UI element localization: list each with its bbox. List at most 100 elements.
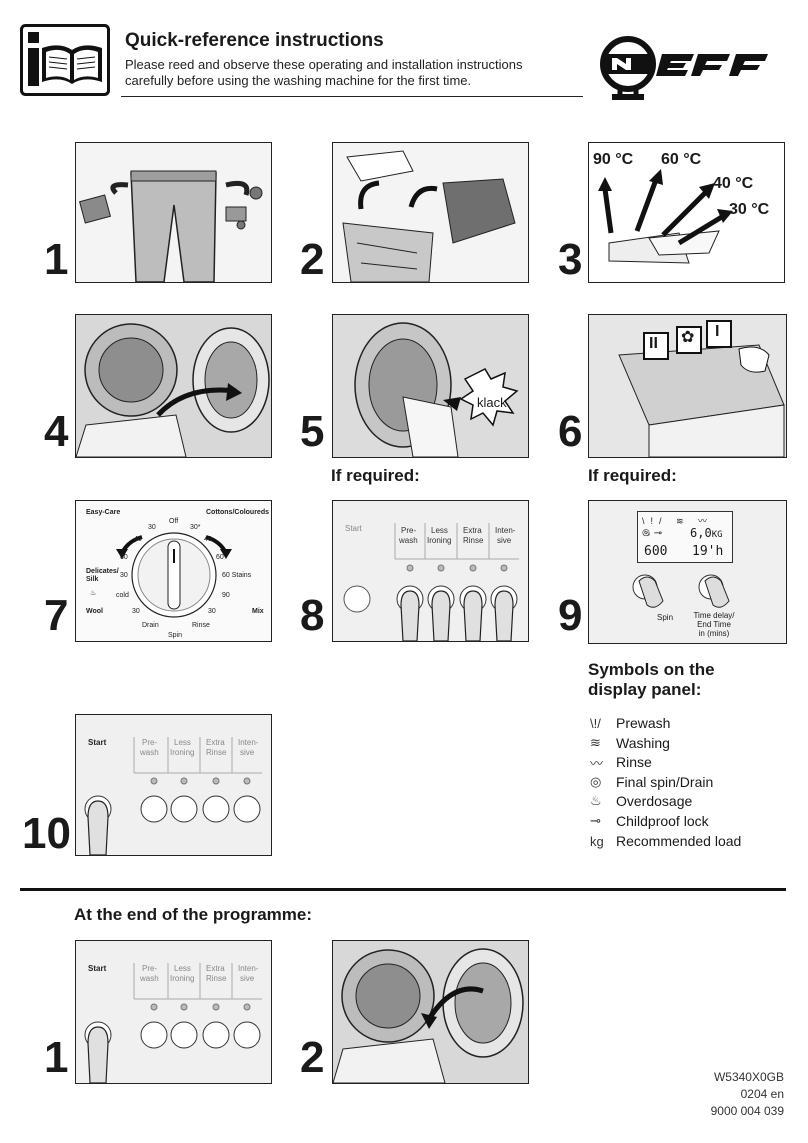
end-step-2-unload-drum-illustration bbox=[332, 940, 529, 1084]
dial-30-cottons: 30* bbox=[190, 524, 201, 531]
less-ironing-label-1: Less bbox=[174, 738, 191, 747]
end-step-number-1: 1 bbox=[44, 1033, 69, 1082]
if-required-label-9: If required: bbox=[588, 466, 677, 485]
overdosage-icon: ♨ bbox=[590, 793, 602, 808]
symbols-title: Symbols on the display panel: bbox=[588, 660, 788, 700]
dial-60-cottons: 60 bbox=[216, 554, 224, 561]
dispenser-label-II: II bbox=[649, 335, 658, 352]
dial-easy-care: Easy-Care bbox=[86, 509, 120, 516]
symbol-label: Recommended load bbox=[616, 833, 742, 849]
dial-cold: cold bbox=[116, 592, 129, 599]
spin-button-label: Spin bbox=[657, 613, 674, 622]
intro-line-2: carefully before using the washing machi… bbox=[125, 73, 472, 88]
symbol-row-prewash: \!/Prewash bbox=[590, 713, 670, 733]
dial-delicates: Delicates/ bbox=[86, 568, 119, 575]
time-delay-line-1: Time delay/ bbox=[693, 611, 735, 620]
dial-mix: Mix bbox=[252, 608, 264, 615]
step-number-10: 10 bbox=[22, 809, 71, 858]
document-number: 9000 004 039 bbox=[710, 1104, 784, 1118]
dial-30-delicates: 30 bbox=[120, 572, 128, 579]
dial-silk: Silk bbox=[86, 576, 99, 583]
page-title: Quick-reference instructions bbox=[125, 30, 384, 51]
dial-90: 90 bbox=[222, 592, 230, 599]
lcd-overdose-icon: ♨ ⊸ bbox=[642, 528, 663, 539]
less-ironing-label-1: Less bbox=[431, 526, 448, 535]
less-ironing-label-2: Ironing bbox=[427, 536, 451, 545]
prewash-label-2: wash bbox=[139, 748, 159, 757]
symbol-label: Washing bbox=[616, 735, 670, 751]
symbol-row-rinse: 〰Rinse bbox=[590, 752, 652, 772]
start-label: Start bbox=[88, 964, 107, 973]
extra-rinse-label-1: Extra bbox=[206, 738, 225, 747]
dispenser-label-I: I bbox=[715, 323, 720, 340]
dial-rinse: Rinse bbox=[192, 622, 210, 629]
if-required-label-8: If required: bbox=[331, 466, 420, 485]
step-number-2: 2 bbox=[300, 235, 325, 284]
dial-off: Off bbox=[169, 518, 178, 525]
time-delay-line-2: End Time bbox=[697, 620, 731, 629]
date-code: 0204 en bbox=[740, 1087, 784, 1101]
wool-hand-icon: ♨ bbox=[90, 589, 96, 597]
symbol-row-washing: ≋Washing bbox=[590, 733, 670, 753]
step-8-option-buttons: Start Pre- wash Less Ironing Extra Rinse… bbox=[332, 500, 529, 642]
neff-logo bbox=[598, 36, 788, 106]
intensive-label-2: sive bbox=[240, 748, 255, 757]
dial-30-mix: 30 bbox=[208, 608, 216, 615]
lcd-speed: 600 bbox=[644, 544, 668, 559]
step-4-load-drum-illustration bbox=[75, 314, 272, 458]
dial-60-easy: 60 bbox=[120, 554, 128, 561]
intensive-label-2: sive bbox=[497, 536, 512, 545]
step-number-9: 9 bbox=[558, 591, 583, 640]
intensive-label-1: Inten- bbox=[238, 738, 259, 747]
symbol-label: Prewash bbox=[616, 715, 671, 731]
lcd-load: 6,0 bbox=[690, 526, 712, 540]
step-7-programme-dial: Easy-Care Cottons/Coloureds Off 30 40 60… bbox=[75, 500, 272, 642]
step-5-close-door-illustration: klack bbox=[332, 314, 529, 458]
lcd-display: \!/ ≋ 〰 ◎ ♨ ⊸ 6,0KG 600 19'h bbox=[637, 511, 733, 563]
header-rule bbox=[121, 96, 583, 97]
document-codes: W5340X0GB 0204 en 9000 004 039 bbox=[711, 1069, 784, 1120]
dial-wool: Wool bbox=[86, 608, 103, 615]
dial-cottons-coloureds: Cottons/Coloureds bbox=[206, 509, 269, 516]
symbol-label: Childproof lock bbox=[616, 813, 709, 829]
lcd-time: 19'h bbox=[692, 544, 724, 559]
intensive-label-2: sive bbox=[240, 974, 255, 983]
dial-spin: Spin bbox=[168, 632, 182, 639]
end-of-programme-title: At the end of the programme: bbox=[74, 905, 313, 924]
step-number-6: 6 bbox=[558, 407, 583, 456]
flower-icon: ✿ bbox=[681, 329, 695, 346]
intensive-label-1: Inten- bbox=[495, 526, 516, 535]
extra-rinse-label-2: Rinse bbox=[206, 974, 227, 983]
step-number-7: 7 bbox=[44, 591, 69, 640]
less-ironing-label-1: Less bbox=[174, 964, 191, 973]
prewash-label-1: Pre- bbox=[142, 738, 157, 747]
dial-60-stains: 60 Stains bbox=[222, 572, 252, 579]
end-step-number-2: 2 bbox=[300, 1033, 325, 1082]
symbol-label: Final spin/Drain bbox=[616, 774, 714, 790]
extra-rinse-label-1: Extra bbox=[206, 964, 225, 973]
step-10-start-button-panel: Start Pre- wash Less Ironing Extra Rinse… bbox=[75, 714, 272, 856]
spin-icon: ◎ bbox=[590, 774, 602, 789]
step-number-4: 4 bbox=[44, 407, 69, 456]
end-step-1-start-button-panel: Start Pre- wash Less Ironing Extra Rinse… bbox=[75, 940, 272, 1084]
step-2-sort-laundry-illustration bbox=[332, 142, 529, 283]
instruction-book-icon bbox=[20, 24, 110, 96]
dial-40-cottons: 40 bbox=[204, 536, 212, 543]
symbol-label: Rinse bbox=[616, 754, 652, 770]
temperature-90: 90 °C bbox=[593, 151, 634, 168]
step-9-display-panel: \!/ ≋ 〰 ◎ ♨ ⊸ 6,0KG 600 19'h Spin Time d… bbox=[588, 500, 787, 644]
temperature-30: 30 °C bbox=[729, 201, 770, 218]
klack-sound-label: klack bbox=[477, 395, 507, 410]
step-1-empty-pockets-illustration bbox=[75, 142, 272, 283]
dial-30-wool: 30 bbox=[132, 608, 140, 615]
kg-icon: kg bbox=[590, 833, 604, 849]
prewash-label-2: wash bbox=[139, 974, 159, 983]
symbols-title-1: Symbols on the bbox=[588, 660, 715, 679]
step-number-1: 1 bbox=[44, 235, 69, 284]
step-6-detergent-drawer-illustration: II ✿ I bbox=[588, 314, 787, 458]
lcd-symbol-row: \!/ ≋ 〰 ◎ bbox=[642, 516, 714, 537]
prewash-label-1: Pre- bbox=[401, 526, 416, 535]
symbol-row-overdosage: ♨Overdosage bbox=[590, 791, 692, 811]
less-ironing-label-2: Ironing bbox=[170, 974, 194, 983]
dial-drain: Drain bbox=[142, 622, 159, 629]
